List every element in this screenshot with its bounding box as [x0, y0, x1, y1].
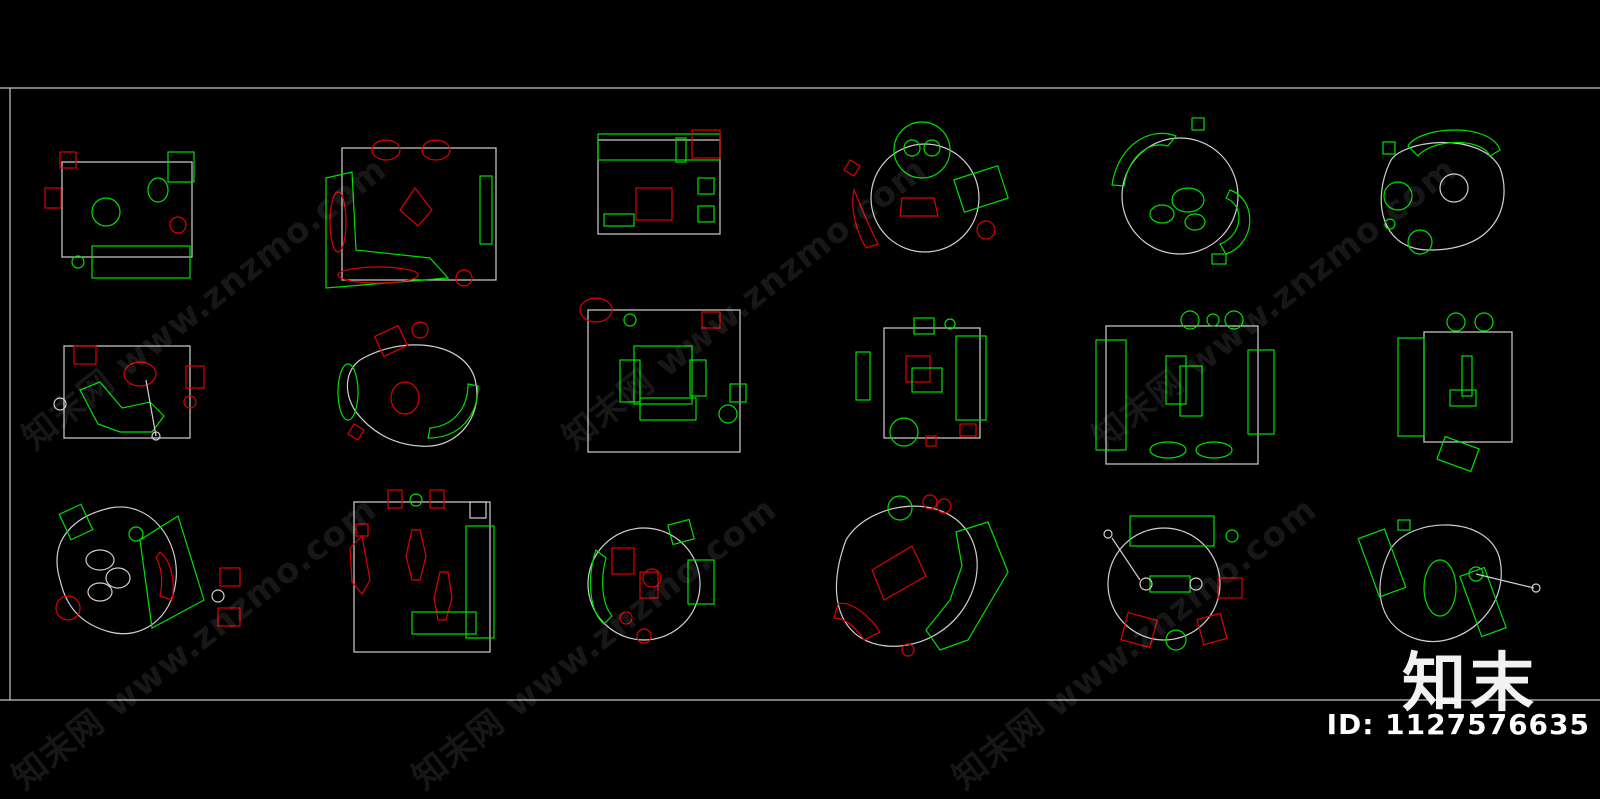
furniture-block-r3c4[interactable] [833, 494, 1009, 657]
furniture-block-r2c2[interactable] [337, 321, 479, 447]
furniture-block-r3c3[interactable] [587, 518, 715, 644]
furniture-block-r3c2[interactable] [349, 489, 495, 653]
furniture-block-r2c3[interactable] [579, 297, 747, 453]
furniture-block-r1c5[interactable] [1111, 117, 1251, 265]
brand-logo-text: 知末 [1402, 647, 1538, 721]
furniture-block-r1c3[interactable] [597, 129, 721, 235]
furniture-block-r3c6[interactable] [1357, 519, 1541, 643]
furniture-block-r2c4[interactable] [855, 317, 987, 447]
furniture-block-r2c1[interactable] [53, 345, 205, 441]
furniture-block-r3c1[interactable] [55, 503, 241, 635]
furniture-block-r1c1[interactable] [44, 151, 195, 279]
furniture-block-r1c4[interactable] [843, 121, 1009, 253]
furniture-block-r2c5[interactable] [1095, 310, 1275, 465]
cad-drawing [0, 87, 1600, 701]
furniture-block-r3c5[interactable] [1103, 515, 1243, 651]
furniture-block-r1c2[interactable] [325, 139, 497, 289]
furniture-block-r2c6[interactable] [1397, 312, 1513, 473]
furniture-block-r1c6[interactable] [1380, 129, 1505, 255]
image-id-label: ID: 1127576635 [1326, 708, 1590, 741]
